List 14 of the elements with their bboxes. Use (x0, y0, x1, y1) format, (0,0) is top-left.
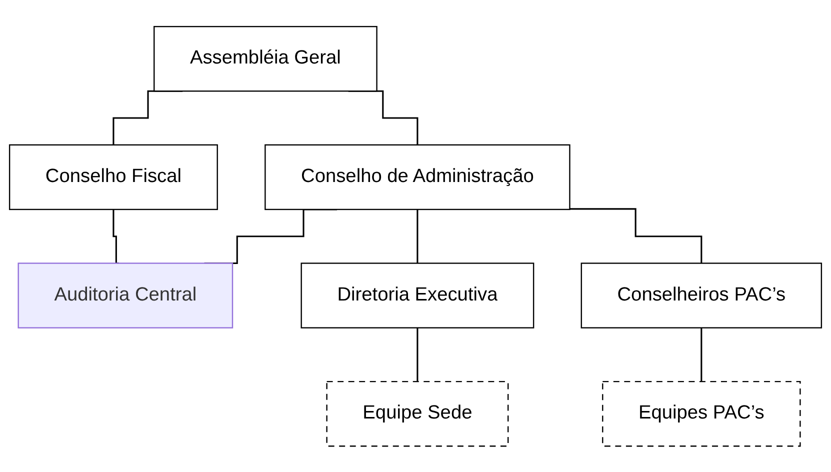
connector (570, 208, 702, 264)
org-chart: Assembléia Geral Conselho Fiscal Conselho de Administração Auditoria Central Diretoria Executiva Conselheiros PAC’s Equipe Sede Equipes PAC’s (0, 16, 831, 456)
connector (112, 208, 119, 264)
node-box (8, 144, 218, 210)
node-box (300, 262, 534, 328)
node-box (154, 26, 378, 92)
node-box (264, 144, 570, 210)
node-box (580, 262, 822, 328)
node-box (326, 380, 509, 446)
connector (416, 326, 418, 382)
node-box (602, 380, 801, 446)
node-box (18, 262, 234, 328)
connector (700, 326, 702, 382)
connector (416, 208, 418, 264)
